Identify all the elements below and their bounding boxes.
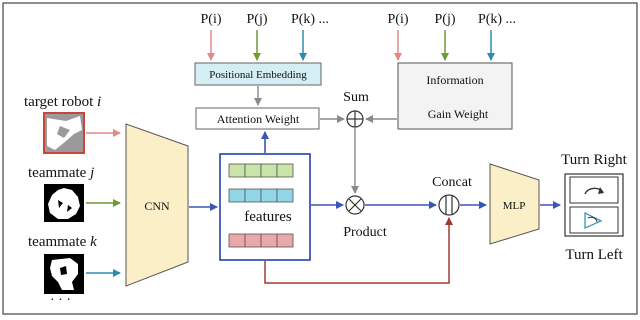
outer-frame [2,2,638,315]
pos-label-k-right: P(k) ... [478,12,516,27]
turn-left-icon [584,212,603,229]
information-gain-line2: Gain Weight [428,107,489,121]
cnn-label: CNN [144,199,170,213]
mlp-block [489,163,540,245]
sum-node [346,110,364,128]
target-robot-label: target robot i [24,94,101,110]
concat-label: Concat [432,175,472,190]
ellipsis: · · · [50,293,71,308]
features-label: features [244,209,292,225]
pos-label-i-right: P(i) [388,12,409,27]
positional-embedding-label: Positional Embedding [209,69,307,81]
turn-right-label: Turn Right [561,152,628,168]
turn-left-label: Turn Left [565,247,623,263]
product-node [345,195,365,215]
actions-block [564,173,624,237]
pos-label-k-left: P(k) ... [291,12,329,27]
positional-embedding-block [194,62,322,86]
attention-weight-block [195,107,320,130]
sum-label: Sum [343,90,369,105]
features-block [219,153,311,261]
product-label: Product [343,225,387,240]
concat-node [438,194,460,216]
pos-label-i-left: P(i) [201,12,222,27]
attention-weight-label: Attention Weight [217,112,300,126]
teammate-k-label: teammate k [28,234,97,250]
arrow-skip-features-to-concat [264,217,453,284]
cnn-block [125,123,189,287]
information-gain-weight-block [397,62,513,130]
teammate-j-map-image [44,184,84,222]
teammate-k-map-image [44,254,84,294]
information-gain-line1: Information [426,73,483,87]
mlp-label: MLP [503,200,526,212]
turn-right-icon [584,187,604,195]
target-robot-map-image [43,112,85,154]
pos-label-j-left: P(j) [247,12,268,27]
teammate-j-label: teammate j [28,165,94,181]
pos-label-j-right: P(j) [435,12,456,27]
